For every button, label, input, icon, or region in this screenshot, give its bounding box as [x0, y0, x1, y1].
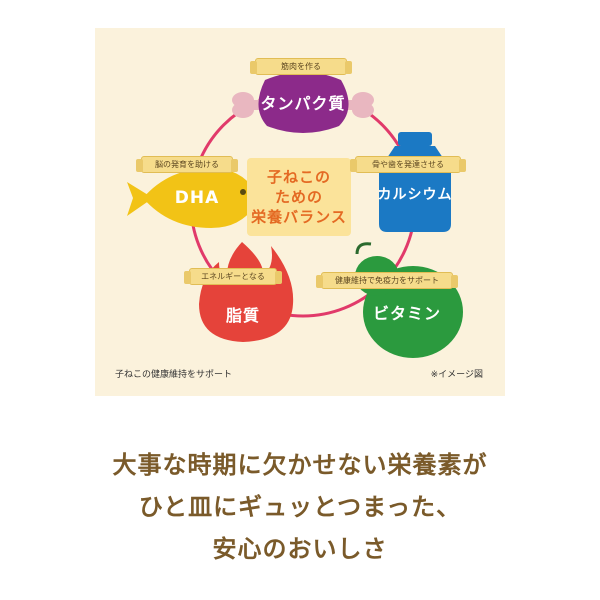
vitamin-tag: 健康維持で免疫力をサポート	[316, 272, 458, 289]
lipid-label: 脂質	[225, 306, 260, 325]
milk-bottle-icon	[379, 132, 451, 232]
flame-icon	[199, 242, 294, 342]
calcium-tag: 骨や歯を発達させる	[350, 156, 466, 173]
dha-label: DHA	[174, 188, 220, 208]
vitamin-label: ビタミン	[372, 304, 441, 323]
fish-icon	[127, 168, 259, 228]
tagline-line-2: ひと皿にギュッとつまった、	[138, 493, 462, 521]
protein-label: タンパク質	[260, 94, 346, 113]
center-title-box: 子ねこの ための 栄養バランス	[247, 158, 351, 236]
meat-icon	[232, 72, 374, 133]
lipid-tag: エネルギーとなる	[184, 268, 282, 285]
footnote-right: ※イメージ図	[430, 370, 483, 380]
center-title-line-3: 栄養バランス	[251, 208, 347, 226]
center-title-line-1: 子ねこの	[266, 168, 331, 186]
protein-tag: 筋肉を作る	[250, 58, 352, 75]
tagline-line-1: 大事な時期に欠かせない栄養素が	[112, 451, 488, 479]
footnote-left: 子ねこの健康維持をサポート	[115, 370, 233, 380]
tagline: 大事な時期に欠かせない栄養素が ひと皿にギュッとつまった、 安心のおいしさ	[0, 444, 600, 570]
tagline-line-3: 安心のおいしさ	[212, 535, 388, 563]
center-title-line-2: ための	[274, 188, 323, 206]
nutrition-diagram-panel: 子ねこの ための 栄養バランス 筋肉を作る タンパク質 骨や歯を発達させる カル…	[95, 28, 505, 396]
calcium-label: カルシウム	[377, 187, 453, 203]
dha-tag: 脳の発育を助ける	[136, 156, 238, 173]
